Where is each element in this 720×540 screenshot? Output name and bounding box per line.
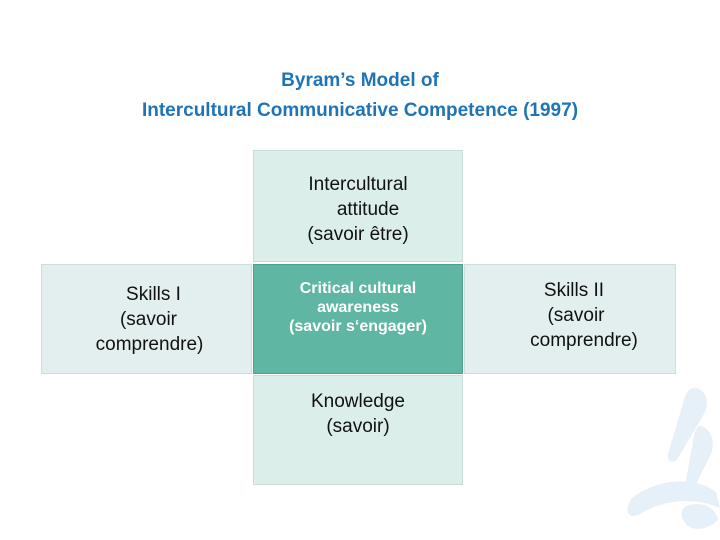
- label-line: comprendre): [530, 329, 638, 351]
- label-line: (savoir: [119, 308, 177, 330]
- intercultural-attitude-label: Intercultural attitude (savoir être): [307, 172, 408, 247]
- watermark-stroke: [667, 387, 707, 462]
- critical-cultural-awareness-box: Critical cultural awareness (savoir s‘en…: [253, 264, 463, 374]
- label-line: Skills I: [126, 283, 181, 305]
- watermark-swoosh: [627, 481, 720, 517]
- skills-one-box: Skills I (savoir comprendre): [41, 264, 252, 374]
- label-line: Skills II: [543, 279, 605, 301]
- diagram-title: Byram’s Model of Intercultural Communica…: [0, 66, 720, 126]
- label-line: Knowledge: [310, 391, 406, 412]
- knowledge-box: Knowledge (savoir): [253, 375, 463, 485]
- title-line-1: Byram’s Model of: [281, 70, 439, 91]
- label-line: (savoir être): [307, 223, 409, 245]
- watermark-blob: [681, 503, 718, 529]
- skills-two-box: Skills II (savoir comprendre): [464, 264, 676, 374]
- decorative-watermark-graphic: [627, 387, 720, 529]
- label-line: attitude: [336, 198, 400, 220]
- knowledge-label: Knowledge (savoir): [311, 389, 405, 439]
- watermark-stroke: [685, 425, 713, 488]
- label-line: (savoir: [547, 304, 605, 326]
- intercultural-attitude-box: Intercultural attitude (savoir être): [253, 150, 463, 262]
- label-line: comprendre): [95, 333, 204, 355]
- title-line-2: Intercultural Communicative Competence (…: [141, 100, 579, 121]
- label-line: (savoir): [326, 416, 390, 437]
- skills-two-label: Skills II (savoir comprendre): [530, 278, 638, 353]
- label-line: Critical cultural: [299, 279, 417, 297]
- label-line: awareness: [317, 298, 399, 316]
- label-line: (savoir s‘engager): [289, 317, 427, 335]
- label-line: Intercultural: [308, 173, 408, 195]
- critical-cultural-awareness-label: Critical cultural awareness (savoir s‘en…: [289, 279, 427, 336]
- skills-one-label: Skills I (savoir comprendre): [90, 282, 204, 357]
